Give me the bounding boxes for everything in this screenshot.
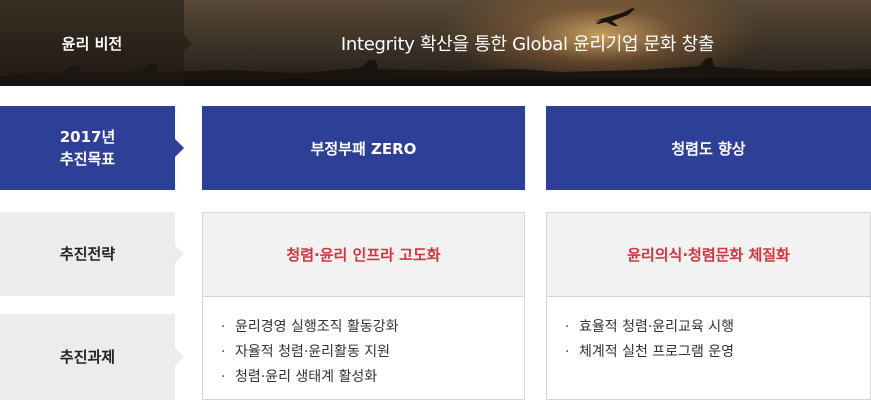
row-header-strategy: 추진전략 [0, 212, 184, 296]
list-item: · 체계적 실천 프로그램 운영 [565, 340, 870, 365]
task-label: 추진과제 [59, 348, 116, 366]
strategy-title-2: 윤리의식·청렴문화 체질화 [547, 213, 870, 297]
bullet: · [565, 319, 570, 335]
vision-banner: 윤리 비전 Integrity 확산을 통한 Global 윤리기업 문화 창출 [0, 0, 871, 86]
list-item: · 효율적 청렴·윤리교육 시행 [565, 315, 870, 340]
goal-year-label: 2017년 [59, 128, 116, 146]
strategy-title-1: 청렴·윤리 인프라 고도화 [203, 213, 524, 297]
bullet: · [221, 319, 226, 335]
task-text: 윤리경영 실행조직 활동강화 [235, 319, 399, 335]
goal-box-2: 청렴도 향상 [546, 106, 871, 190]
bullet: · [221, 344, 226, 360]
city-skyline-image [0, 58, 871, 86]
goal-label: 추진목표 [59, 150, 116, 168]
row-header-goal: 2017년 추진목표 [0, 106, 184, 190]
goal-box-1: 부정부패 ZERO [202, 106, 525, 190]
row-header-task: 추진과제 [0, 314, 184, 400]
airplane-icon [594, 8, 635, 26]
vision-label-arrow [184, 35, 192, 51]
task-text: 체계적 실천 프로그램 운영 [579, 344, 735, 360]
vision-statement: Integrity 확산을 통한 Global 윤리기업 문화 창출 [340, 34, 715, 55]
task-text: 청렴·윤리 생태계 활성화 [235, 369, 378, 385]
list-item: · 윤리경영 실행조직 활동강화 [221, 315, 524, 340]
task-text: 자율적 청렴·윤리활동 지원 [235, 344, 391, 360]
task-list-2: · 효율적 청렴·윤리교육 시행 · 체계적 실천 프로그램 운영 [547, 297, 870, 365]
bullet: · [221, 369, 226, 385]
list-item: · 자율적 청렴·윤리활동 지원 [221, 340, 524, 365]
list-item: · 청렴·윤리 생태계 활성화 [221, 365, 524, 390]
bullet: · [565, 344, 570, 360]
strategy-label: 추진전략 [59, 245, 116, 263]
goal-arrow [175, 139, 184, 157]
strategy-card-2: 윤리의식·청렴문화 체질화 · 효율적 청렴·윤리교육 시행 · 체계적 실천 프로… [546, 212, 871, 400]
task-list-1: · 윤리경영 실행조직 활동강화 · 자율적 청렴·윤리활동 지원 · 청렴·윤리 생… [203, 297, 524, 390]
task-text: 효율적 청렴·윤리교육 시행 [579, 319, 735, 335]
strategy-card-1: 청렴·윤리 인프라 고도화 · 윤리경영 실행조직 활동강화 · 자율적 청렴·윤리… [202, 212, 525, 400]
task-arrow [175, 348, 184, 366]
vision-label: 윤리 비전 [0, 0, 184, 86]
strategy-arrow [175, 245, 184, 263]
